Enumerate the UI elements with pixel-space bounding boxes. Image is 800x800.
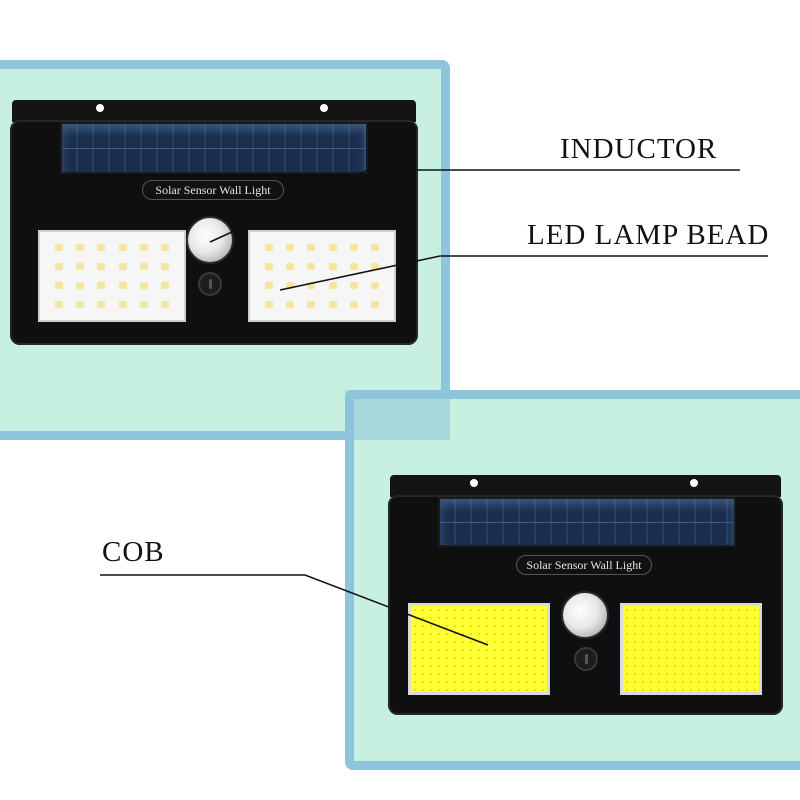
led-bead-icon (54, 282, 63, 289)
solar-panel (60, 122, 368, 174)
led-bead-icon (349, 282, 358, 289)
led-bead-icon (118, 282, 127, 289)
mount-hole-icon (320, 104, 328, 112)
cob-leader-line (100, 574, 489, 646)
mount-hole-icon (690, 479, 698, 487)
led-bead-icon (139, 282, 148, 289)
led-bead-icon (54, 263, 63, 270)
led-bead-icon (75, 263, 84, 270)
power-switch-icon (574, 647, 598, 671)
cob-wall-light: Solar Sensor Wall Light (388, 475, 783, 715)
led-bead-icon (264, 263, 273, 270)
product-label: Solar Sensor Wall Light (142, 180, 284, 200)
led-bead-icon (139, 301, 148, 308)
mount-hole-icon (470, 479, 478, 487)
led-panel-right (248, 230, 396, 322)
led-bead-icon (371, 301, 380, 308)
led-bead-icon (371, 263, 380, 270)
led-panel-left (38, 230, 186, 322)
led-bead-icon (328, 301, 337, 308)
led-bead-icon (97, 263, 106, 270)
led-bead-icon (307, 282, 316, 289)
pir-sensor-icon (561, 591, 609, 639)
led-bead-icon (328, 244, 337, 251)
cob-callout: COB (102, 536, 165, 568)
led-bead-icon (118, 244, 127, 251)
led-bead-icon (285, 244, 294, 251)
led-bead-icon (139, 263, 148, 270)
led-bead-icon (139, 244, 148, 251)
mount-hole-icon (96, 104, 104, 112)
led-bead-icon (97, 244, 106, 251)
led-bead-icon (75, 301, 84, 308)
led-bead-icon (97, 282, 106, 289)
led-bead-icon (285, 301, 294, 308)
led-bead-icon (75, 244, 84, 251)
led-bead-icon (349, 263, 358, 270)
mounting-plate (12, 100, 416, 122)
inductor-leader-line (209, 169, 740, 243)
cob-panel-right (620, 603, 762, 695)
led-bead-icon (75, 282, 84, 289)
mounting-plate (390, 475, 781, 497)
led-bead-icon (307, 263, 316, 270)
product-label: Solar Sensor Wall Light (516, 555, 652, 575)
led-bead-icon (328, 282, 337, 289)
led-bead-icon (349, 301, 358, 308)
led-wall-light: Solar Sensor Wall Light (10, 100, 418, 345)
pir-sensor-icon (186, 216, 234, 264)
led-bead-icon (54, 244, 63, 251)
cob-panel-left (408, 603, 550, 695)
led-bead-icon (264, 301, 273, 308)
led-bead-icon (118, 301, 127, 308)
led-bead-icon (54, 301, 63, 308)
led-bead-icon (264, 282, 273, 289)
led-bead-icon (371, 282, 380, 289)
led-bead-icon (285, 282, 294, 289)
solar-panel (438, 497, 736, 547)
led-bead-icon (328, 263, 337, 270)
led-bead-icon (349, 244, 358, 251)
led-bead-icon (307, 244, 316, 251)
led-bead-icon (161, 301, 170, 308)
led-bead-icon (307, 301, 316, 308)
led-bead-icon (161, 282, 170, 289)
power-switch-icon (198, 272, 222, 296)
led-bead-leader-line (279, 255, 768, 291)
led-bead-icon (161, 263, 170, 270)
inductor-callout: INDUCTOR (560, 133, 718, 165)
led-bead-icon (118, 263, 127, 270)
led-bead-icon (97, 301, 106, 308)
led-lamp-bead-callout: LED LAMP BEAD (527, 219, 770, 251)
led-bead-icon (285, 263, 294, 270)
led-bead-icon (161, 244, 170, 251)
panel-overlap (345, 390, 450, 440)
led-bead-icon (371, 244, 380, 251)
led-bead-icon (264, 244, 273, 251)
